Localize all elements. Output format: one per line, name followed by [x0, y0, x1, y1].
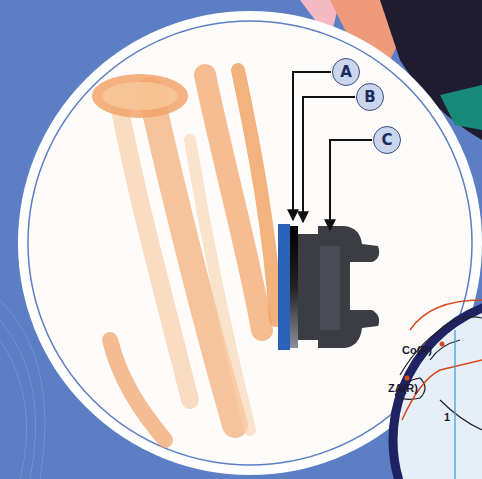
tooth-tip — [102, 82, 178, 110]
callout-letter: A — [340, 65, 352, 80]
ceph-tracing — [395, 317, 482, 430]
bracket-slot — [320, 246, 340, 330]
callout-circle: B — [356, 83, 384, 111]
callout-letter: B — [364, 90, 375, 105]
callout-circle: C — [373, 126, 401, 154]
tracing-label: ZA(R) — [388, 383, 418, 394]
tooth-tip — [92, 74, 188, 118]
adhesive-layer — [278, 224, 290, 350]
tracing-label: Co(R) — [402, 345, 432, 356]
tooth-illustration — [110, 70, 276, 440]
tracing-label: 1 — [444, 412, 450, 423]
bracket-body — [298, 226, 379, 348]
callout-circle: A — [332, 58, 360, 86]
callout-letter: C — [381, 133, 392, 148]
ceph-line — [454, 330, 455, 479]
bonding-layer — [290, 226, 298, 348]
ceph-tracing — [402, 300, 482, 420]
